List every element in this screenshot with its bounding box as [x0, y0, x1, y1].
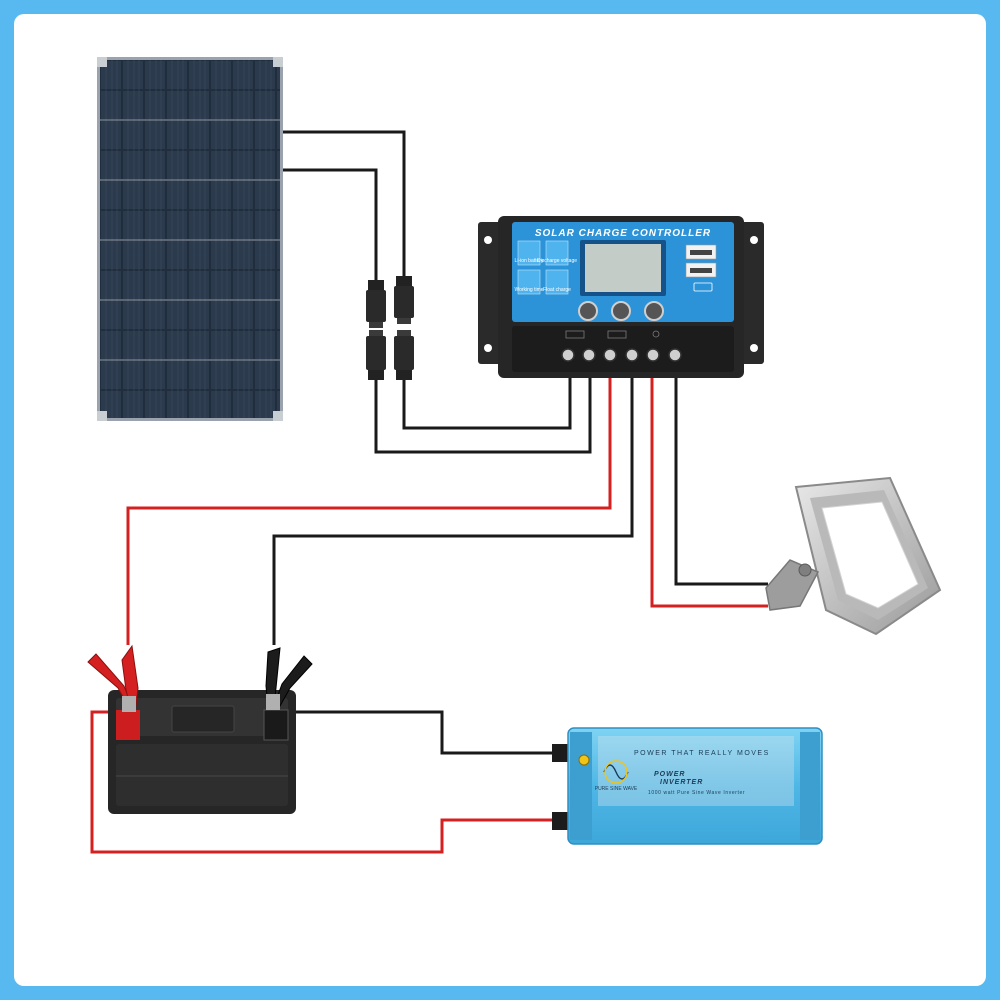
sine-wave-icon — [603, 764, 629, 780]
solar-panel — [97, 57, 283, 421]
wire-controller-lamp-positive — [650, 372, 768, 608]
controller-icon-label: Float charge — [543, 287, 571, 293]
controller-icon-label: Discharge voltage — [537, 258, 577, 264]
inverter-negative-terminal — [552, 744, 570, 762]
wire-panel-negative — [280, 168, 378, 282]
mc4-connector-right — [394, 276, 414, 380]
controller-lcd-screen — [585, 244, 661, 292]
wire-battery-inverter-positive — [90, 710, 552, 854]
inverter-power-switch[interactable] — [578, 754, 590, 766]
sine-wave-logo-icon — [604, 760, 628, 784]
controller-status-icons: Li-ion battery Discharge voltage Working… — [514, 240, 577, 295]
wire-controller-lamp-negative — [674, 372, 768, 586]
wire-battery-inverter-negative — [292, 710, 552, 755]
controller-terminals — [561, 348, 682, 362]
wires — [90, 130, 768, 854]
wire-controller-battery-positive — [126, 372, 612, 645]
mc4-connectors — [366, 276, 414, 380]
battery-positive-terminal — [116, 710, 140, 740]
inverter-brand-line-1: POWER — [654, 771, 685, 778]
wire-controller-battery-negative — [272, 372, 634, 645]
controller-icon-label: Working time — [514, 287, 543, 293]
controller-button-middle[interactable] — [611, 301, 631, 321]
controller-terminal-block — [512, 326, 734, 372]
power-inverter: PURE SINE WAVE POWER THAT REALLY MOVES P… — [552, 727, 823, 845]
inverter-spec: 1000 watt Pure Sine Wave Inverter — [648, 790, 745, 796]
battery-clamp-positive — [87, 644, 139, 712]
controller-button-right[interactable] — [644, 301, 664, 321]
charge-controller: SOLAR CHARGE CONTROLLER Li-ion battery D… — [478, 216, 764, 378]
battery — [108, 690, 296, 814]
controller-button-left[interactable] — [578, 301, 598, 321]
controller-title: SOLAR CHARGE CONTROLLER — [535, 228, 711, 239]
inverter-brand-line-2: INVERTER — [660, 779, 703, 786]
inverter-logo-text: PURE SINE WAVE — [595, 786, 638, 792]
terminal-icons — [565, 330, 660, 339]
usb-port-icon — [685, 244, 717, 292]
wire-mc4-to-controller-1 — [402, 372, 572, 430]
battery-clamp-negative — [265, 647, 313, 710]
wire-panel-positive — [280, 130, 406, 278]
wire-mc4-to-controller-2 — [374, 372, 592, 454]
controller-icon-label: Li-ion battery — [515, 258, 544, 264]
flood-lamp — [765, 476, 942, 636]
battery-negative-terminal — [263, 709, 289, 741]
mc4-connector-left — [366, 280, 386, 380]
inverter-positive-terminal — [552, 812, 570, 830]
inverter-slogan: POWER THAT REALLY MOVES — [634, 750, 770, 757]
